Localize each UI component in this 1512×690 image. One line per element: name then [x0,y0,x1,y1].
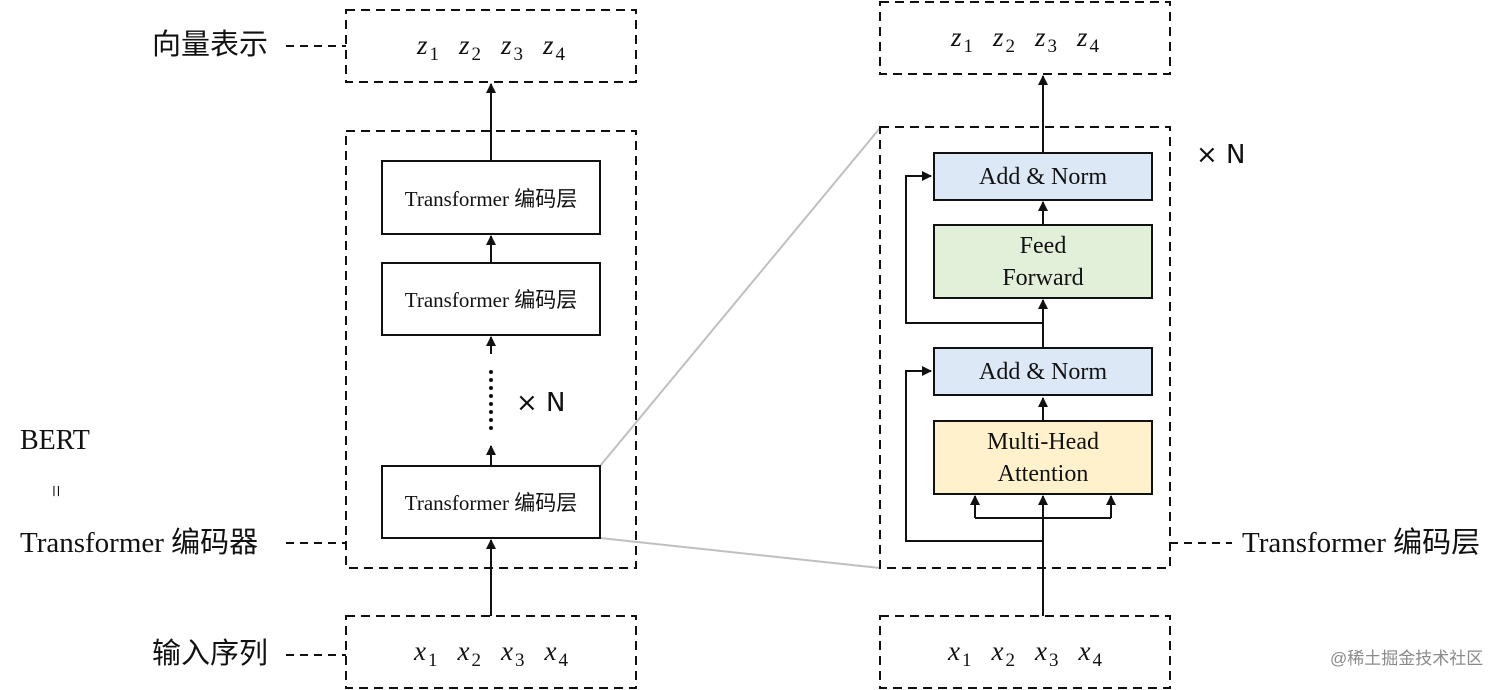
zoom-line-top [599,127,881,467]
label-vector-representation: 向量表示 [152,29,269,61]
equals-sign: = [44,484,70,498]
watermark: @稀土掘金技术社区 [1330,649,1484,668]
residual-connection-top [905,171,1043,324]
label-transformer-encoder-layer: Transformer 编码层 [1242,527,1481,559]
feed-forward-box: Feed Forward [933,224,1153,299]
add-norm-box-top: Add & Norm [933,152,1153,201]
encoder-layer-box-bottom: Transformer 编码层 [381,465,601,539]
encoder-layer-container [879,126,1171,569]
attention-line1: Multi-Head [987,428,1099,455]
add-norm-box-bottom: Add & Norm [933,347,1153,396]
label-input-sequence: 输入序列 [152,638,269,670]
encoder-layer-box-top: Transformer 编码层 [381,160,601,235]
feed-forward-line1: Feed [1019,232,1067,259]
feed-forward-line2: Forward [1002,264,1084,291]
encoder-layer-box-middle: Transformer 编码层 [381,262,601,336]
label-bert: BERT [20,425,90,456]
attention-line2: Attention [997,460,1089,487]
zoom-line-bottom [599,537,881,569]
left-repeat-n: × N [516,388,566,418]
residual-connection-bottom [905,366,1043,542]
multi-head-attention-box: Multi-Head Attention [933,420,1153,495]
label-transformer-encoder: Transformer 编码器 [20,527,259,559]
right-repeat-n: × N [1196,140,1246,170]
